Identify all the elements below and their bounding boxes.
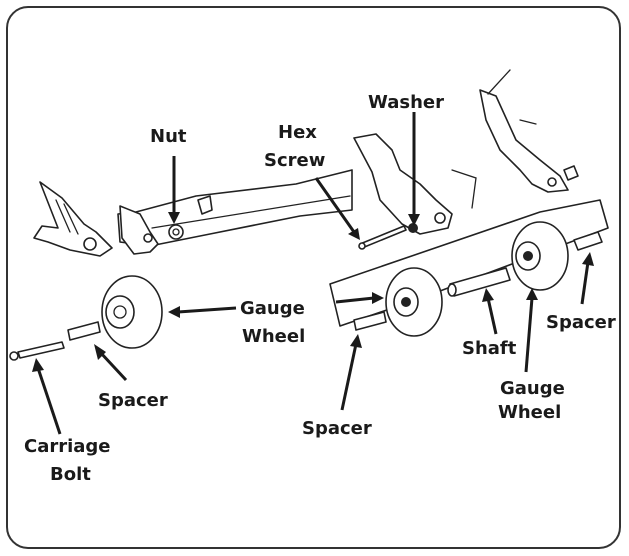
spacer-right — [573, 231, 603, 251]
gauge-wheel-left — [101, 275, 163, 349]
label-nut: Nut — [150, 126, 187, 147]
label-spacer-middle: Spacer — [302, 418, 372, 439]
label-spacer-right: Spacer — [546, 312, 616, 333]
label-carriage-bolt-line1: Carriage — [24, 436, 111, 457]
main-frame — [33, 69, 579, 257]
spacer-middle — [353, 311, 387, 331]
spacer-left — [67, 321, 101, 341]
carriage-bolt — [9, 341, 65, 361]
hex-screw — [358, 225, 407, 250]
label-washer: Washer — [368, 92, 444, 113]
shaft — [447, 267, 511, 297]
label-carriage-bolt-line2: Bolt — [50, 464, 91, 485]
label-hex-screw-line1: Hex — [278, 122, 317, 143]
label-gauge-wheel-left-line2: Wheel — [242, 326, 305, 347]
label-shaft: Shaft — [462, 338, 517, 359]
label-gauge-wheel-right-line2: Wheel — [498, 402, 561, 423]
label-spacer-left: Spacer — [98, 390, 168, 411]
gauge-wheel-middle — [385, 267, 443, 337]
washer — [408, 223, 418, 233]
label-gauge-wheel-right-line1: Gauge — [500, 378, 565, 399]
label-hex-screw-line2: Screw — [264, 150, 325, 171]
gauge-wheel-right — [511, 221, 569, 291]
callout-arrows — [32, 112, 594, 435]
label-gauge-wheel-left-line1: Gauge — [240, 298, 305, 319]
